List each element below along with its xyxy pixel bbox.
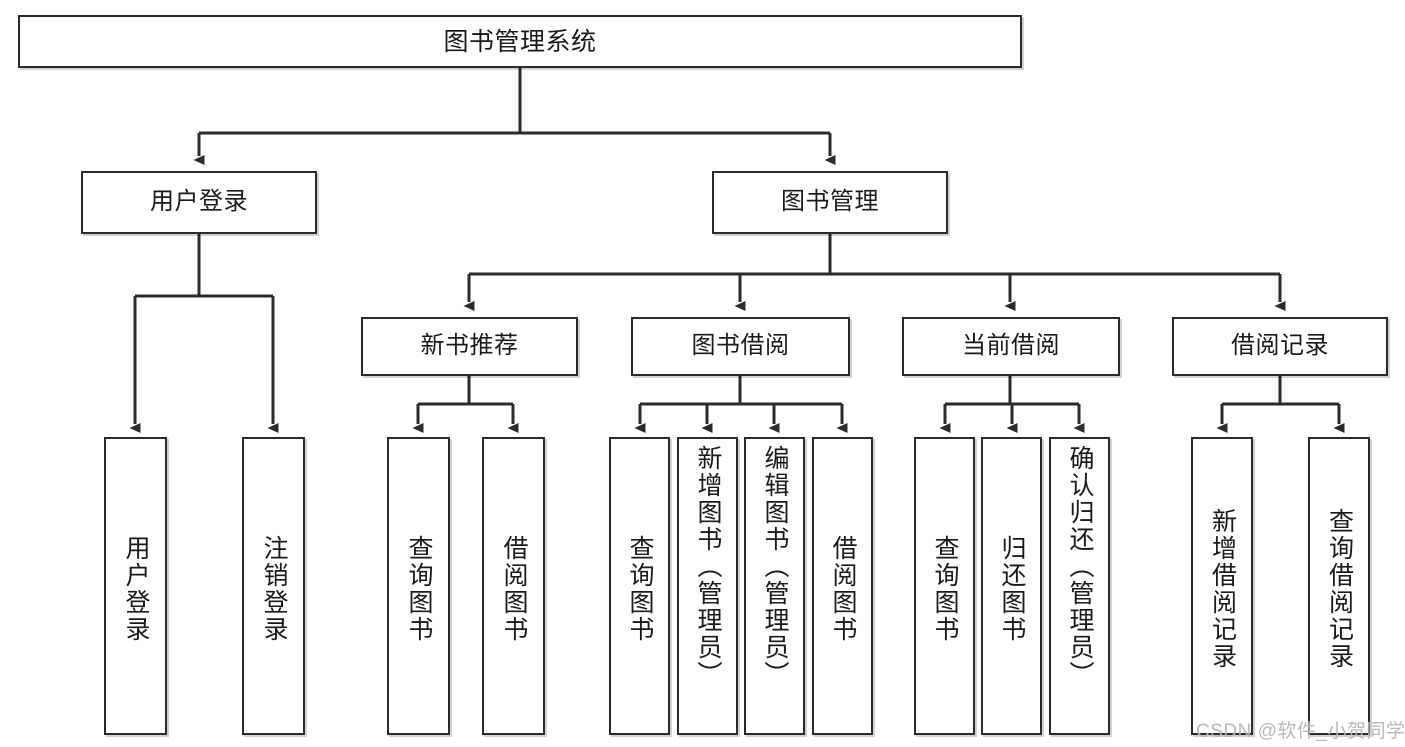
node-label: 借阅记录 [1231,332,1329,360]
node-user-login[interactable]: 用户登录 [81,171,317,234]
leaf-current-borrow-return-book[interactable]: 归还图书 [981,437,1042,735]
leaf-book-borrow-add-book-admin[interactable]: 新增图书（管理员） [677,437,738,735]
node-book-borrow[interactable]: 图书借阅 [631,317,850,376]
leaf-book-borrow-query-book[interactable]: 查询图书 [609,437,670,735]
node-current-borrow[interactable]: 当前借阅 [902,317,1120,376]
node-label: 新书推荐 [420,332,519,360]
node-label: 确认归还（管理员） [1066,445,1094,688]
leaf-new-book-borrow-book[interactable]: 借阅图书 [482,437,545,735]
leaf-current-borrow-confirm-return-admin[interactable]: 确认归还（管理员） [1049,437,1110,735]
leaf-book-borrow-borrow-book[interactable]: 借阅图书 [812,437,873,735]
watermark-text: CSDN @软件_小贺同学 [1196,721,1405,742]
node-borrow-record[interactable]: 借阅记录 [1172,317,1388,376]
node-label: 借阅图书 [500,535,528,643]
node-label: 当前借阅 [962,332,1060,360]
node-new-book-recommend[interactable]: 新书推荐 [361,317,578,376]
node-label: 归还图书 [998,535,1026,643]
node-label: 新增图书（管理员） [694,445,722,688]
node-label: 借阅图书 [829,535,857,643]
node-book-management[interactable]: 图书管理 [712,171,948,234]
node-label: 查询借阅记录 [1325,508,1354,670]
node-label: 查询图书 [931,535,959,643]
node-label: 用户登录 [150,188,248,216]
leaf-borrow-record-add-record[interactable]: 新增借阅记录 [1191,437,1253,735]
node-label: 查询图书 [405,535,433,643]
node-label: 图书管理系统 [443,27,597,56]
leaf-current-borrow-query-book[interactable]: 查询图书 [914,437,975,735]
node-label: 编辑图书（管理员） [761,445,789,688]
node-label: 图书管理 [781,188,879,216]
leaf-user-login-logout[interactable]: 注销登录 [242,437,305,735]
node-label: 图书借阅 [691,332,790,360]
leaf-user-login-login[interactable]: 用户登录 [104,437,167,735]
node-label: 查询图书 [626,535,654,643]
node-label: 用户登录 [122,535,150,643]
node-root-book-management-system[interactable]: 图书管理系统 [18,15,1022,68]
leaf-book-borrow-edit-book-admin[interactable]: 编辑图书（管理员） [744,437,805,735]
leaf-new-book-query-book[interactable]: 查询图书 [387,437,450,735]
leaf-borrow-record-query-record[interactable]: 查询借阅记录 [1308,437,1370,735]
node-label: 注销登录 [260,535,288,643]
node-label: 新增借阅记录 [1208,508,1237,670]
